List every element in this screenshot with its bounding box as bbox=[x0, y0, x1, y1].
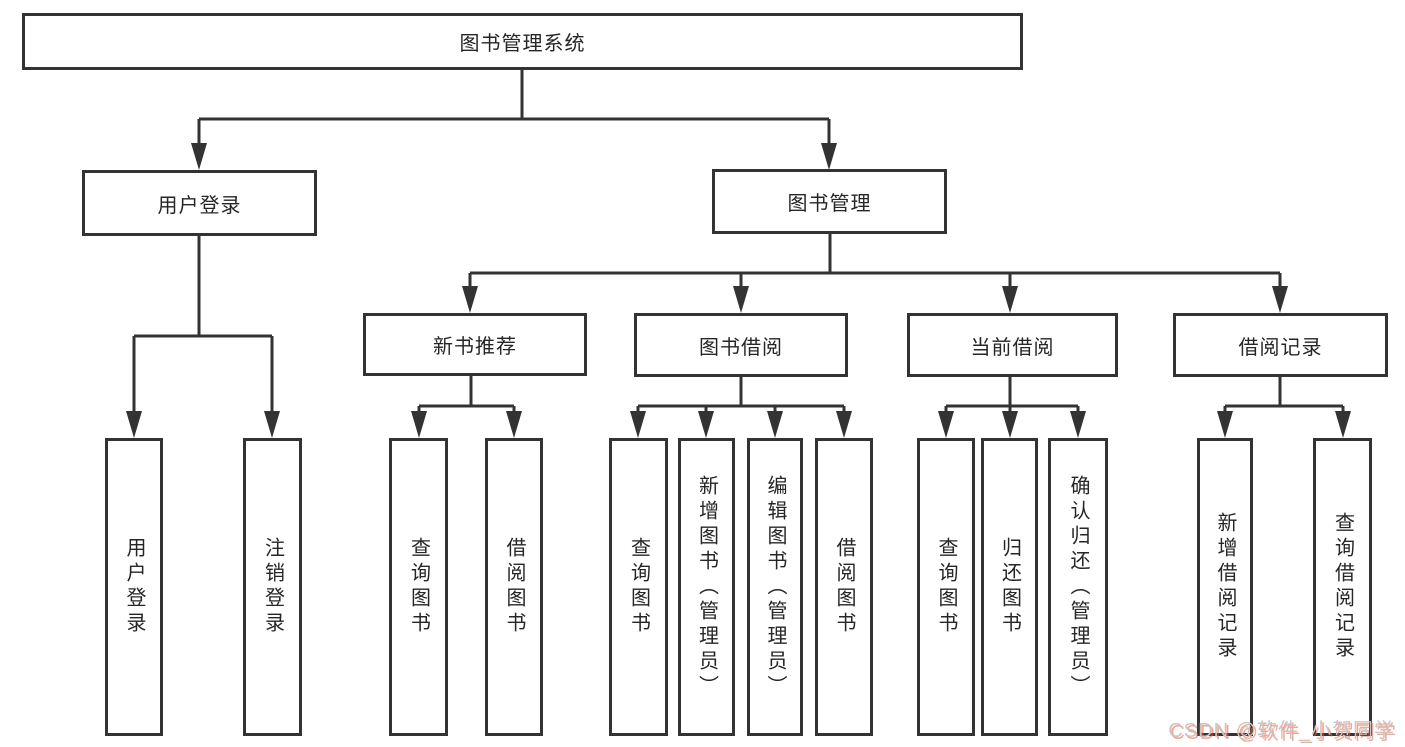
leaf-edit-books-admin: 编辑图书（管理员） bbox=[747, 438, 803, 736]
node-current-borrowing: 当前借阅 bbox=[907, 313, 1118, 377]
leaf-confirm-return-admin: 确认归还（管理员） bbox=[1048, 438, 1108, 736]
node-borrowing-records: 借阅记录 bbox=[1173, 313, 1388, 377]
leaf-borrow-books-newbook: 借阅图书 bbox=[485, 438, 543, 736]
node-library-management-system: 图书管理系统 bbox=[22, 13, 1023, 70]
leaf-query-books-current: 查询图书 bbox=[917, 438, 975, 736]
node-book-borrowing: 图书借阅 bbox=[634, 313, 848, 377]
leaf-logout: 注销登录 bbox=[243, 438, 302, 736]
node-user-login: 用户登录 bbox=[82, 170, 317, 236]
leaf-add-borrow-record: 新增借阅记录 bbox=[1197, 438, 1253, 736]
node-book-management: 图书管理 bbox=[712, 169, 947, 234]
leaf-query-borrow-record: 查询借阅记录 bbox=[1313, 438, 1372, 736]
leaf-query-books-newbook: 查询图书 bbox=[389, 438, 448, 736]
arrowhead-icons bbox=[126, 143, 1351, 438]
leaf-add-books-admin: 新增图书（管理员） bbox=[678, 438, 735, 736]
leaf-query-books-borrowing: 查询图书 bbox=[609, 438, 668, 736]
leaf-user-login: 用户登录 bbox=[105, 438, 163, 736]
leaf-borrow-books-borrowing: 借阅图书 bbox=[815, 438, 873, 736]
leaf-return-books: 归还图书 bbox=[981, 438, 1038, 736]
node-new-book-recommendation: 新书推荐 bbox=[363, 313, 587, 376]
csdn-watermark: CSDN @软件_小贺同学 bbox=[1168, 720, 1395, 742]
